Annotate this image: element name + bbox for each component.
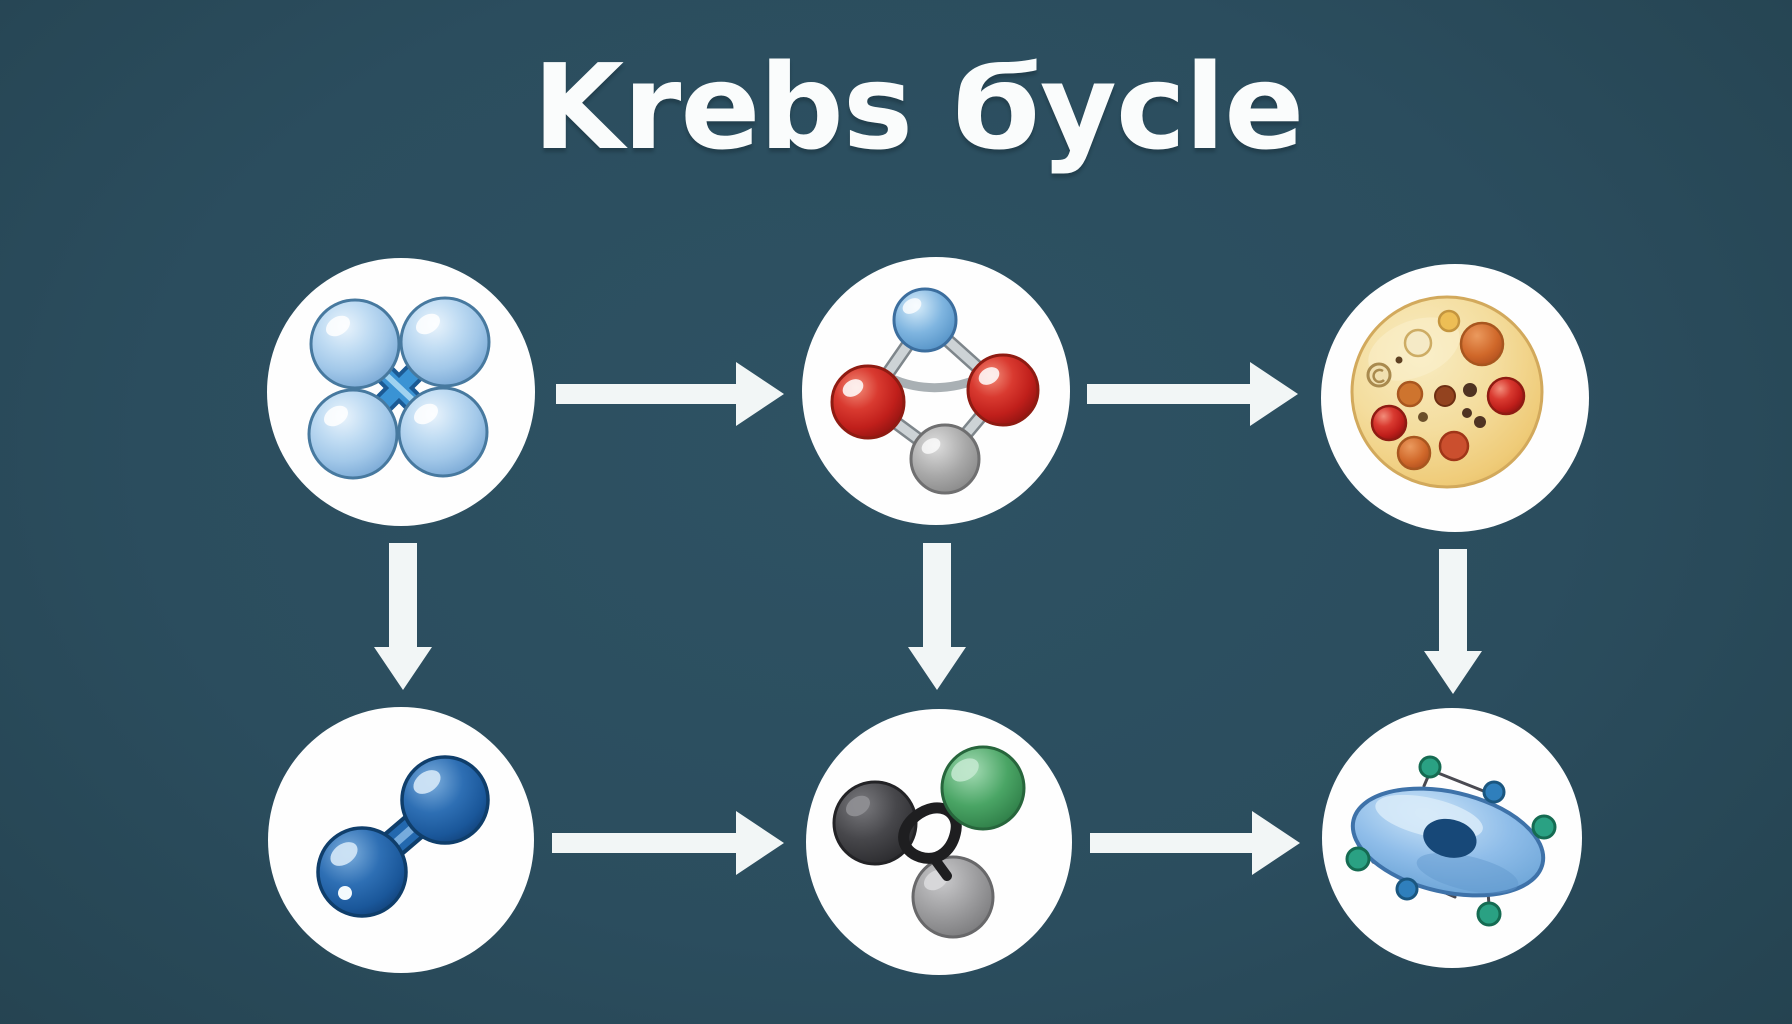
cell-spots: [1366, 309, 1526, 471]
green-sphere: [940, 745, 1026, 831]
blue-organelle-with-nucleus-icon: [1345, 755, 1557, 927]
arrow-node2-to-node5: [908, 543, 966, 690]
arrow-node1-to-node2: [556, 362, 784, 426]
gray-sphere: [911, 855, 995, 939]
arrow-node2-to-node3: [1087, 362, 1298, 426]
red-sphere-left: [830, 364, 906, 440]
arrow-node4-to-node5: [552, 811, 784, 875]
signal-dots: [1345, 755, 1557, 927]
red-blue-gray-ring-molecule-icon: [830, 287, 1040, 495]
nucleus: [1423, 818, 1477, 858]
blue-sphere-sw: [307, 388, 399, 480]
blue-sphere-se: [397, 386, 489, 478]
sky-blue-sphere: [892, 287, 958, 353]
charcoal-green-gray-cluster-molecule-icon: [832, 745, 1026, 939]
blue-dumbbell-molecule-icon: [316, 755, 490, 918]
blue-sphere-ne: [399, 296, 491, 388]
flow-arrows: [374, 362, 1482, 875]
blue-sphere-nw: [309, 298, 401, 390]
page-title: Krebs Ϭycle: [532, 38, 1305, 176]
four-blue-spheres-molecule-icon: [307, 296, 491, 480]
black-ring-connector: [898, 802, 962, 881]
arrow-node5-to-node6: [1090, 811, 1300, 875]
yellow-spotted-cell-icon: [1350, 295, 1544, 489]
gray-sphere-bottom: [909, 423, 981, 495]
organelle-body: [1350, 786, 1546, 898]
navy-sphere-upper: [400, 755, 490, 845]
navy-sphere-lower: [316, 826, 408, 918]
red-sphere-right: [966, 353, 1040, 427]
arrow-node1-to-node4: [374, 543, 432, 690]
arrow-node3-to-node6: [1424, 549, 1482, 694]
